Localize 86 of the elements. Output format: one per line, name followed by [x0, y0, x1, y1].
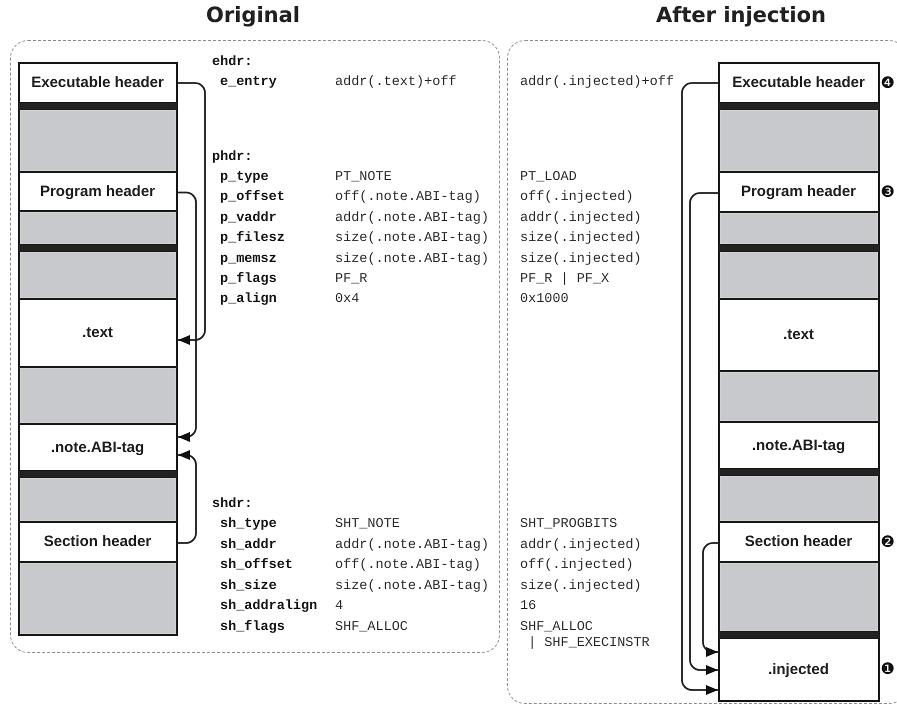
field-name: p_align [220, 292, 277, 309]
section-block [18, 62, 178, 104]
arrow [178, 192, 197, 442]
panel-title: After injection [656, 3, 826, 27]
field-value: 4 [335, 599, 344, 616]
field-value: size(.injected) [520, 252, 642, 268]
segment-label: .text [783, 326, 814, 343]
field-value: PF_R [335, 272, 368, 288]
filler-block [18, 472, 178, 522]
segment-label: .text [82, 324, 113, 341]
filler-block [718, 562, 880, 632]
field-name: sh_flags [220, 620, 285, 636]
arrow [689, 192, 718, 675]
segment-label: Executable header [732, 74, 865, 91]
filler-block [718, 212, 880, 246]
section-block [18, 522, 178, 562]
field-name: p_memsz [220, 252, 277, 268]
field-name: p_flags [220, 272, 277, 288]
field-name: e_entry [220, 75, 277, 92]
section-block [718, 422, 880, 470]
filler-block [18, 246, 178, 300]
field-name: p_type [220, 170, 269, 186]
field-value: off(.note.ABI-tag) [335, 190, 481, 207]
field-name: p_filesz [220, 231, 285, 248]
field-value: size(.note.ABI-tag) [335, 578, 489, 595]
section-block [18, 300, 178, 368]
segment-label: .injected [768, 660, 829, 678]
field-value: SHF_ALLOC | SHF_EXECINSTR [520, 620, 651, 652]
field-name: sh_addr [220, 538, 277, 554]
field-value: off(.injected) [520, 190, 634, 207]
segment-label: .note.ABI-tag [752, 436, 846, 454]
filler-block [718, 372, 880, 422]
filler-block [718, 104, 880, 172]
field-value: PT_NOTE [335, 170, 392, 186]
callout-number: ❹ [880, 74, 895, 90]
field-value: 0x4 [335, 292, 360, 309]
field-name: sh_size [220, 578, 277, 595]
filler-block [18, 562, 178, 636]
field-value: 16 [520, 599, 536, 616]
struct-name: ehdr: [212, 55, 253, 72]
segment-label: Executable header [31, 74, 164, 91]
filler-block [18, 104, 178, 172]
field-value: addr(.injected) [520, 538, 642, 554]
field-value: addr(.injected) [520, 210, 642, 227]
field-value: size(.injected) [520, 578, 642, 595]
field-value: SHT_PROGBITS [520, 517, 618, 534]
section-block [18, 424, 178, 472]
section-block [18, 172, 178, 212]
field-value: addr(.injected)+off [520, 75, 674, 92]
filler-block [718, 246, 880, 300]
arrow [178, 82, 206, 345]
struct-name: phdr: [212, 150, 253, 166]
field-value: off(.injected) [520, 558, 634, 574]
field-value: SHT_NOTE [335, 517, 400, 534]
field-value: PF_R | PF_X [520, 272, 610, 288]
field-value: off(.note.ABI-tag) [335, 558, 481, 574]
filler-block [718, 470, 880, 522]
segment-label: Program header [40, 182, 156, 200]
field-value: addr(.note.ABI-tag) [335, 210, 489, 227]
field-name: sh_addralign [220, 599, 318, 616]
field-value: addr(.text)+off [335, 75, 457, 92]
field-value: SHF_ALLOC [335, 620, 408, 636]
field-name: sh_type [220, 517, 277, 534]
filler-block [18, 368, 178, 424]
field-name: sh_offset [220, 558, 293, 574]
field-value: PT_LOAD [520, 170, 577, 186]
arrow [681, 82, 718, 695]
panel-title: Original [206, 3, 300, 27]
filler-block [18, 212, 178, 246]
arrow [178, 450, 197, 544]
field-value: 0x1000 [520, 292, 569, 309]
field-value: addr(.note.ABI-tag) [335, 538, 489, 554]
field-value: size(.note.ABI-tag) [335, 252, 489, 268]
callout-number: ❷ [880, 534, 895, 550]
field-name: p_offset [220, 190, 285, 207]
callout-number: ❶ [880, 661, 895, 677]
section-block [718, 300, 880, 372]
segment-label: Program header [740, 183, 856, 200]
segment-label: .note.ABI-tag [50, 438, 144, 456]
field-name: p_vaddr [220, 210, 277, 227]
struct-name: shdr: [212, 497, 253, 514]
field-value: size(.injected) [520, 231, 642, 248]
segment-label: Section header [44, 533, 152, 550]
field-value: size(.note.ABI-tag) [335, 231, 489, 248]
segment-label: Section header [744, 533, 852, 550]
callout-number: ❸ [880, 184, 895, 200]
